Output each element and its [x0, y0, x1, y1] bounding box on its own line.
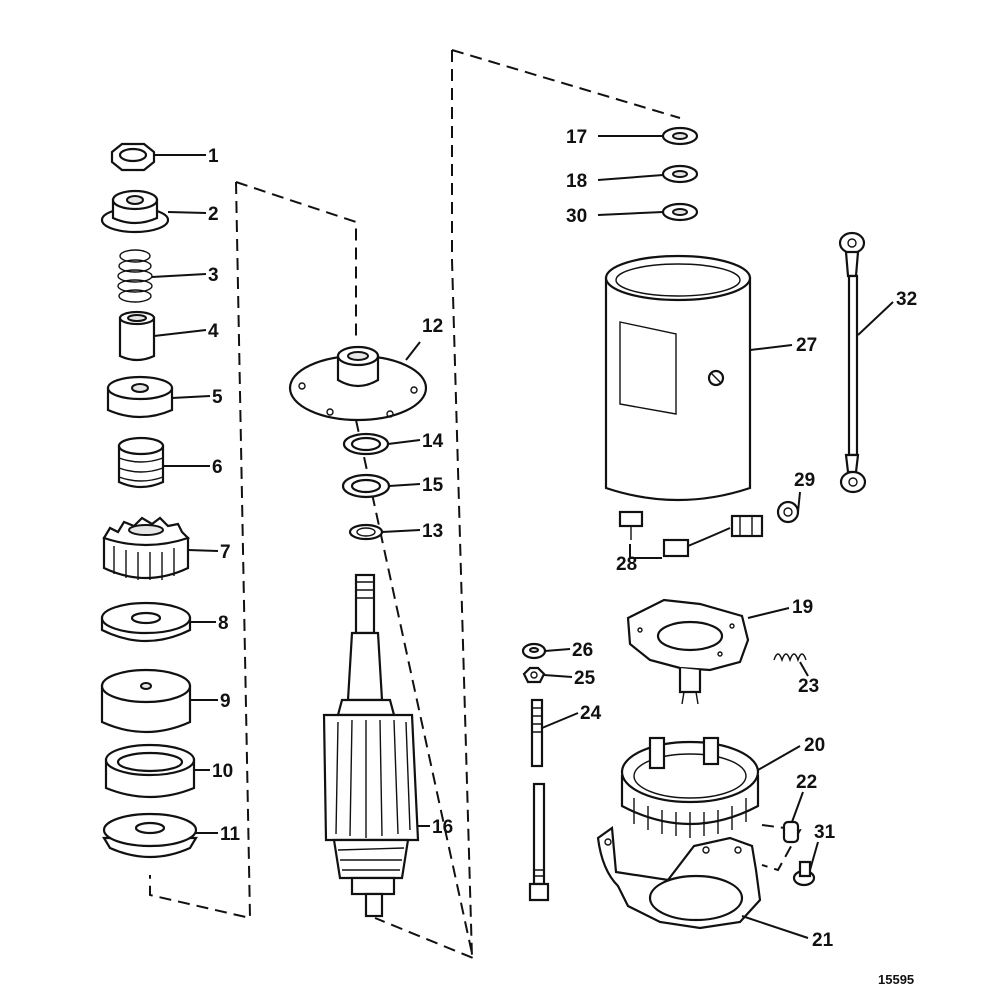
- part-23-spring: [773, 653, 807, 663]
- callout-28: 28: [616, 554, 637, 575]
- callout-29: 29: [794, 470, 815, 491]
- part-12-end-head: [288, 345, 428, 422]
- part-5-collar: [106, 375, 174, 419]
- part-24-stud: [530, 698, 544, 768]
- part-6-threaded-sleeve: [117, 436, 165, 489]
- part-19-brush-plate: [626, 598, 750, 705]
- callout-26: 26: [572, 640, 593, 661]
- callout-16: 16: [432, 817, 453, 838]
- callout-18: 18: [566, 171, 587, 192]
- callout-12: 12: [422, 316, 443, 337]
- part-32-cable: [838, 231, 867, 494]
- part-3-spring: [117, 249, 153, 303]
- callout-21: 21: [812, 930, 834, 951]
- part-22-insulator: [782, 820, 800, 844]
- part-11-cup-washer: [102, 812, 198, 859]
- part-25-lock-washer: [522, 666, 546, 684]
- part-27-frame: [604, 254, 752, 502]
- assembly-line-bracket: [761, 824, 802, 872]
- callout-8: 8: [218, 613, 229, 634]
- part-21-bracket: [596, 825, 762, 930]
- callout-7: 7: [220, 542, 231, 563]
- part-17-washer: [661, 126, 699, 146]
- callout-9: 9: [220, 691, 231, 712]
- part-7-pinion-gear: [102, 516, 191, 580]
- callout-23: 23: [798, 676, 819, 697]
- callout-2: 2: [208, 204, 219, 225]
- callout-25: 25: [574, 668, 596, 689]
- part-1-nut: [110, 142, 156, 172]
- callout-6: 6: [212, 457, 223, 478]
- part-30-washer: [661, 202, 699, 222]
- callout-13: 13: [422, 521, 443, 542]
- callout-32: 32: [896, 289, 917, 310]
- figure-number: 15595: [878, 972, 914, 987]
- callout-31: 31: [814, 822, 836, 843]
- callout-30: 30: [566, 206, 587, 227]
- leader-lines: [151, 135, 894, 939]
- callout-3: 3: [208, 265, 219, 286]
- part-9-collar: [100, 668, 192, 734]
- part-4-sleeve: [118, 310, 156, 362]
- callout-17: 17: [566, 127, 587, 148]
- callout-5: 5: [212, 387, 223, 408]
- assembly-line-right: [451, 49, 681, 959]
- part-8-washer: [100, 601, 192, 643]
- callout-11: 11: [220, 824, 241, 845]
- callout-24: 24: [580, 703, 602, 724]
- part-16-armature: [322, 573, 420, 918]
- through-bolt: [528, 782, 550, 902]
- callout-1: 1: [208, 146, 219, 167]
- part-28-brush-lead: [618, 510, 764, 558]
- callout-20: 20: [804, 735, 825, 756]
- part-15-washer: [341, 473, 391, 499]
- part-14-washer: [342, 432, 390, 456]
- part-10-ring: [104, 743, 196, 799]
- part-31-screw: [792, 860, 816, 887]
- assembly-line-left: [149, 181, 357, 920]
- callout-15: 15: [422, 475, 444, 496]
- callout-27: 27: [796, 335, 817, 356]
- callout-19: 19: [792, 597, 813, 618]
- part-13-washer: [348, 523, 384, 541]
- callout-4: 4: [208, 321, 219, 342]
- part-29-nut: [776, 500, 800, 524]
- part-20-end-head: [620, 736, 760, 838]
- part-2-cap: [100, 189, 170, 234]
- callout-10: 10: [212, 761, 233, 782]
- part-26-nut: [521, 642, 547, 660]
- part-18-washer: [661, 164, 699, 184]
- callout-14: 14: [422, 431, 444, 452]
- callout-22: 22: [796, 772, 817, 793]
